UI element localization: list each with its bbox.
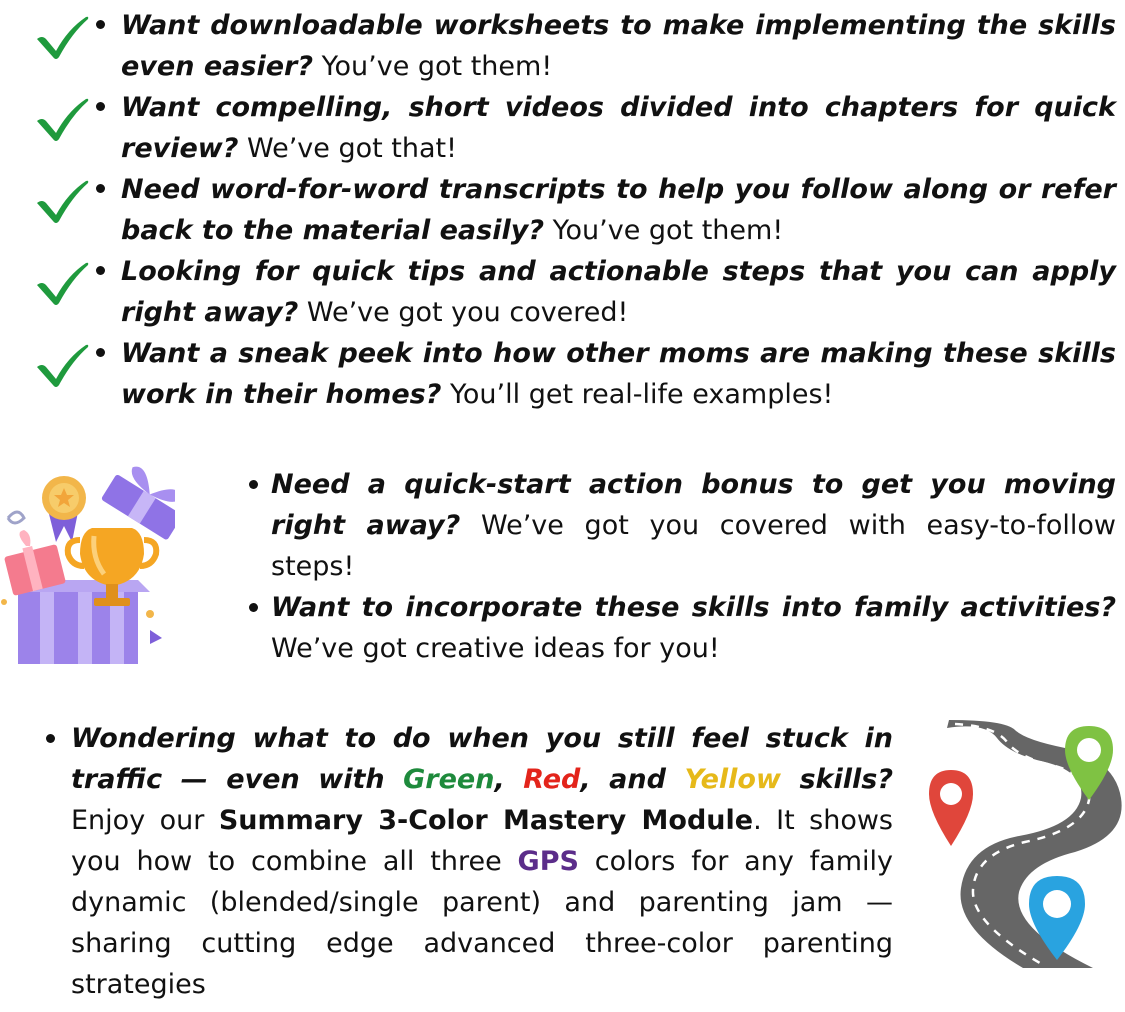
checklist-item: Want compelling, short videos divided in… [0, 87, 1125, 169]
green-check-icon [37, 344, 89, 387]
gift-trophy-icon [1, 466, 175, 664]
bullet [249, 480, 258, 489]
green-word: Green [403, 764, 495, 795]
module-name: Summary 3-Color Mastery Module [218, 805, 754, 836]
checklist-text: Want downloadable worksheets to make imp… [121, 10, 1116, 82]
bonus-list: Need a quick-start action bonus to get y… [240, 464, 1120, 669]
checklist-text: Want compelling, short videos divided in… [121, 92, 1116, 164]
module-item: Wondering what to do when you still feel… [40, 718, 893, 1005]
green-check-icon [37, 98, 89, 141]
bullet [96, 20, 105, 29]
gps-word: GPS [517, 846, 579, 877]
bullet [96, 184, 105, 193]
bonus-item: Need a quick-start action bonus to get y… [240, 464, 1116, 587]
checklist-text: Need word-for-word transcripts to help y… [121, 174, 1116, 246]
green-check-icon [37, 16, 89, 59]
module-section: Wondering what to do when you still feel… [40, 718, 895, 1005]
road-map-pins-icon [929, 720, 1122, 968]
red-word: Red [523, 764, 581, 795]
checklist-item: Want a sneak peek into how other moms ar… [0, 333, 1125, 415]
green-check-icon [37, 180, 89, 223]
bullet [249, 603, 258, 612]
checklist-text: Looking for quick tips and actionable st… [121, 256, 1116, 328]
checklist-item: Need word-for-word transcripts to help y… [0, 169, 1125, 251]
yellow-word: Yellow [684, 764, 781, 795]
bullet [96, 266, 105, 275]
bullet [96, 102, 105, 111]
checklist-text: Want a sneak peek into how other moms ar… [121, 338, 1116, 410]
bonus-item: Want to incorporate these skills into fa… [240, 587, 1116, 669]
checklist-item: Looking for quick tips and actionable st… [0, 251, 1125, 333]
checklist-item: Want downloadable worksheets to make imp… [0, 5, 1125, 87]
bullet [46, 734, 55, 743]
bullet [96, 348, 105, 357]
green-check-icon [37, 262, 89, 305]
